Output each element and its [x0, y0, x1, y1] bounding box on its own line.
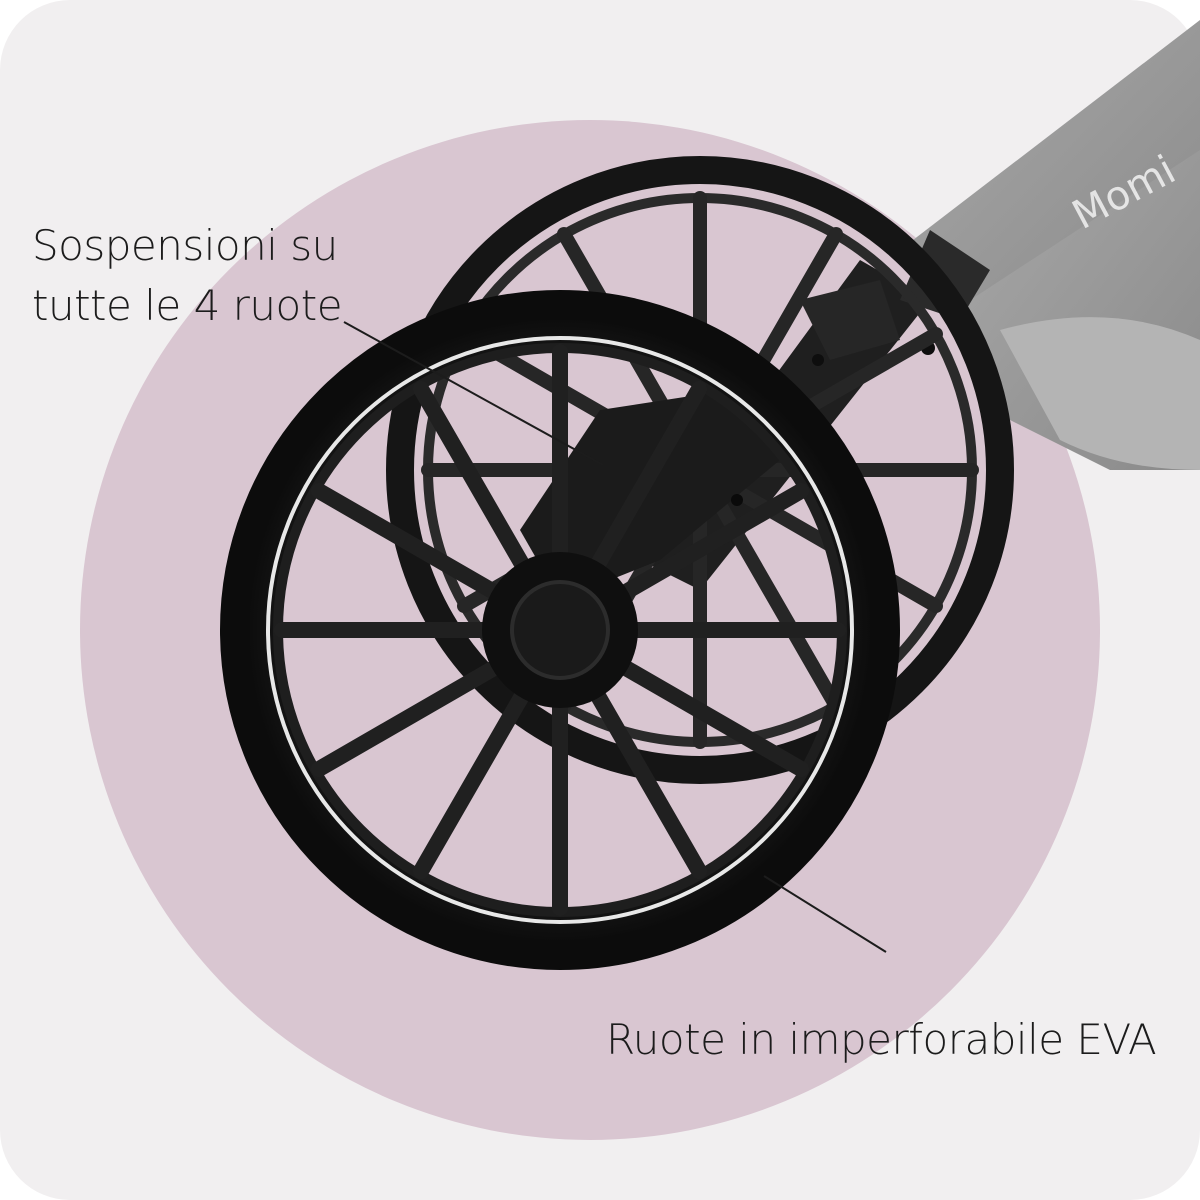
front-wheel	[220, 290, 900, 970]
suspension-callout-line-2: tutte le 4 ruote	[32, 281, 343, 330]
wheels-callout-text: Ruote in imperforabile EVA	[606, 1015, 1157, 1064]
wheels-callout: Ruote in imperforabile EVA	[606, 1010, 1157, 1070]
pointer-line-wheels	[763, 875, 887, 953]
pointer-line-suspension	[343, 321, 604, 466]
suspension-block	[520, 390, 780, 600]
suspension-callout-line-1: Sospensioni su	[32, 221, 338, 270]
suspension-callout: Sospensioni su tutte le 4 ruote	[32, 216, 343, 336]
stroller-frame	[900, 20, 1200, 470]
